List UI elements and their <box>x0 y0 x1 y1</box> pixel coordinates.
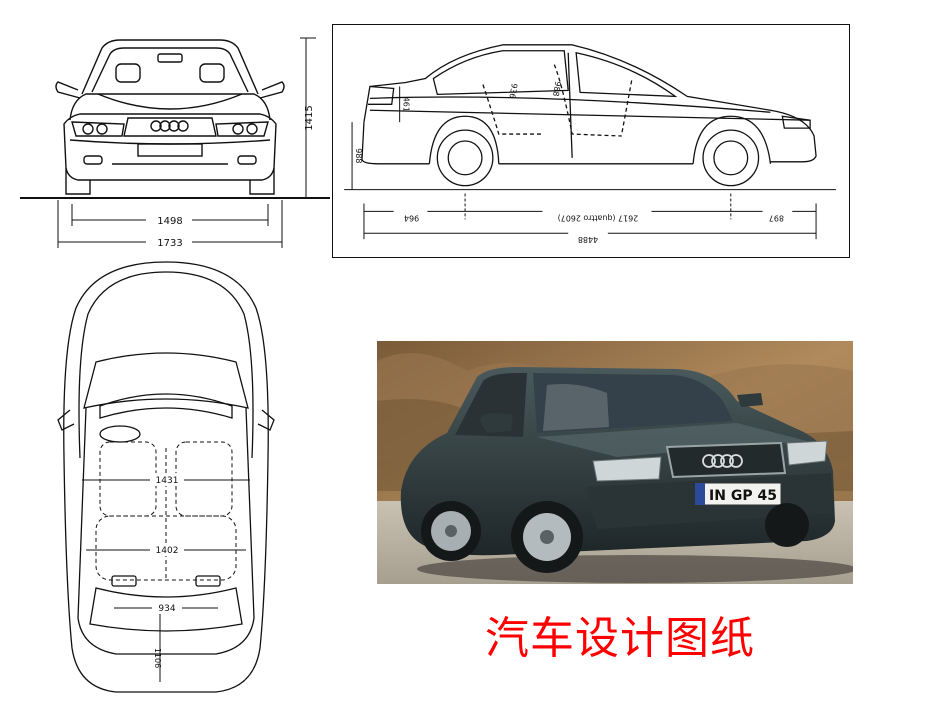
front-overhang-label: 897 <box>769 213 784 222</box>
rear-overhang-label: 964 <box>404 213 419 222</box>
front-elbow-label: 1431 <box>156 476 179 486</box>
front-width-label: 1733 <box>157 238 182 249</box>
side-view-diagram: 964 2617 (quattro 2607) 897 4488 988 461… <box>332 24 850 258</box>
rear-elbow-label: 1402 <box>156 546 179 556</box>
photo-audi-rings <box>702 454 743 468</box>
license-plate-text: IN GP 45 <box>709 488 777 504</box>
front-track-label: 1498 <box>157 216 182 227</box>
top-view-diagram: 1431 1402 934 1106 <box>57 261 275 693</box>
audi-rings-logo <box>150 120 189 132</box>
length-label: 4488 <box>578 235 598 244</box>
sill-height-label: 988 <box>354 148 363 163</box>
front-view-diagram: 1498 1733 1415 <box>20 37 330 249</box>
front-height-label: 1415 <box>304 105 315 130</box>
trunk-height-label: 461 <box>402 97 411 112</box>
rear-headroom-label: 936 <box>507 83 518 99</box>
car-photo: IN GP 45 <box>377 341 853 584</box>
rear-seat-width-label: 934 <box>158 604 175 614</box>
rear-legroom-label: 1106 <box>153 648 162 668</box>
caption-title: 汽车设计图纸 <box>485 613 755 664</box>
wheelbase-label: 2617 (quattro 2607) <box>558 213 639 222</box>
front-headroom-label: 988 <box>551 81 562 97</box>
